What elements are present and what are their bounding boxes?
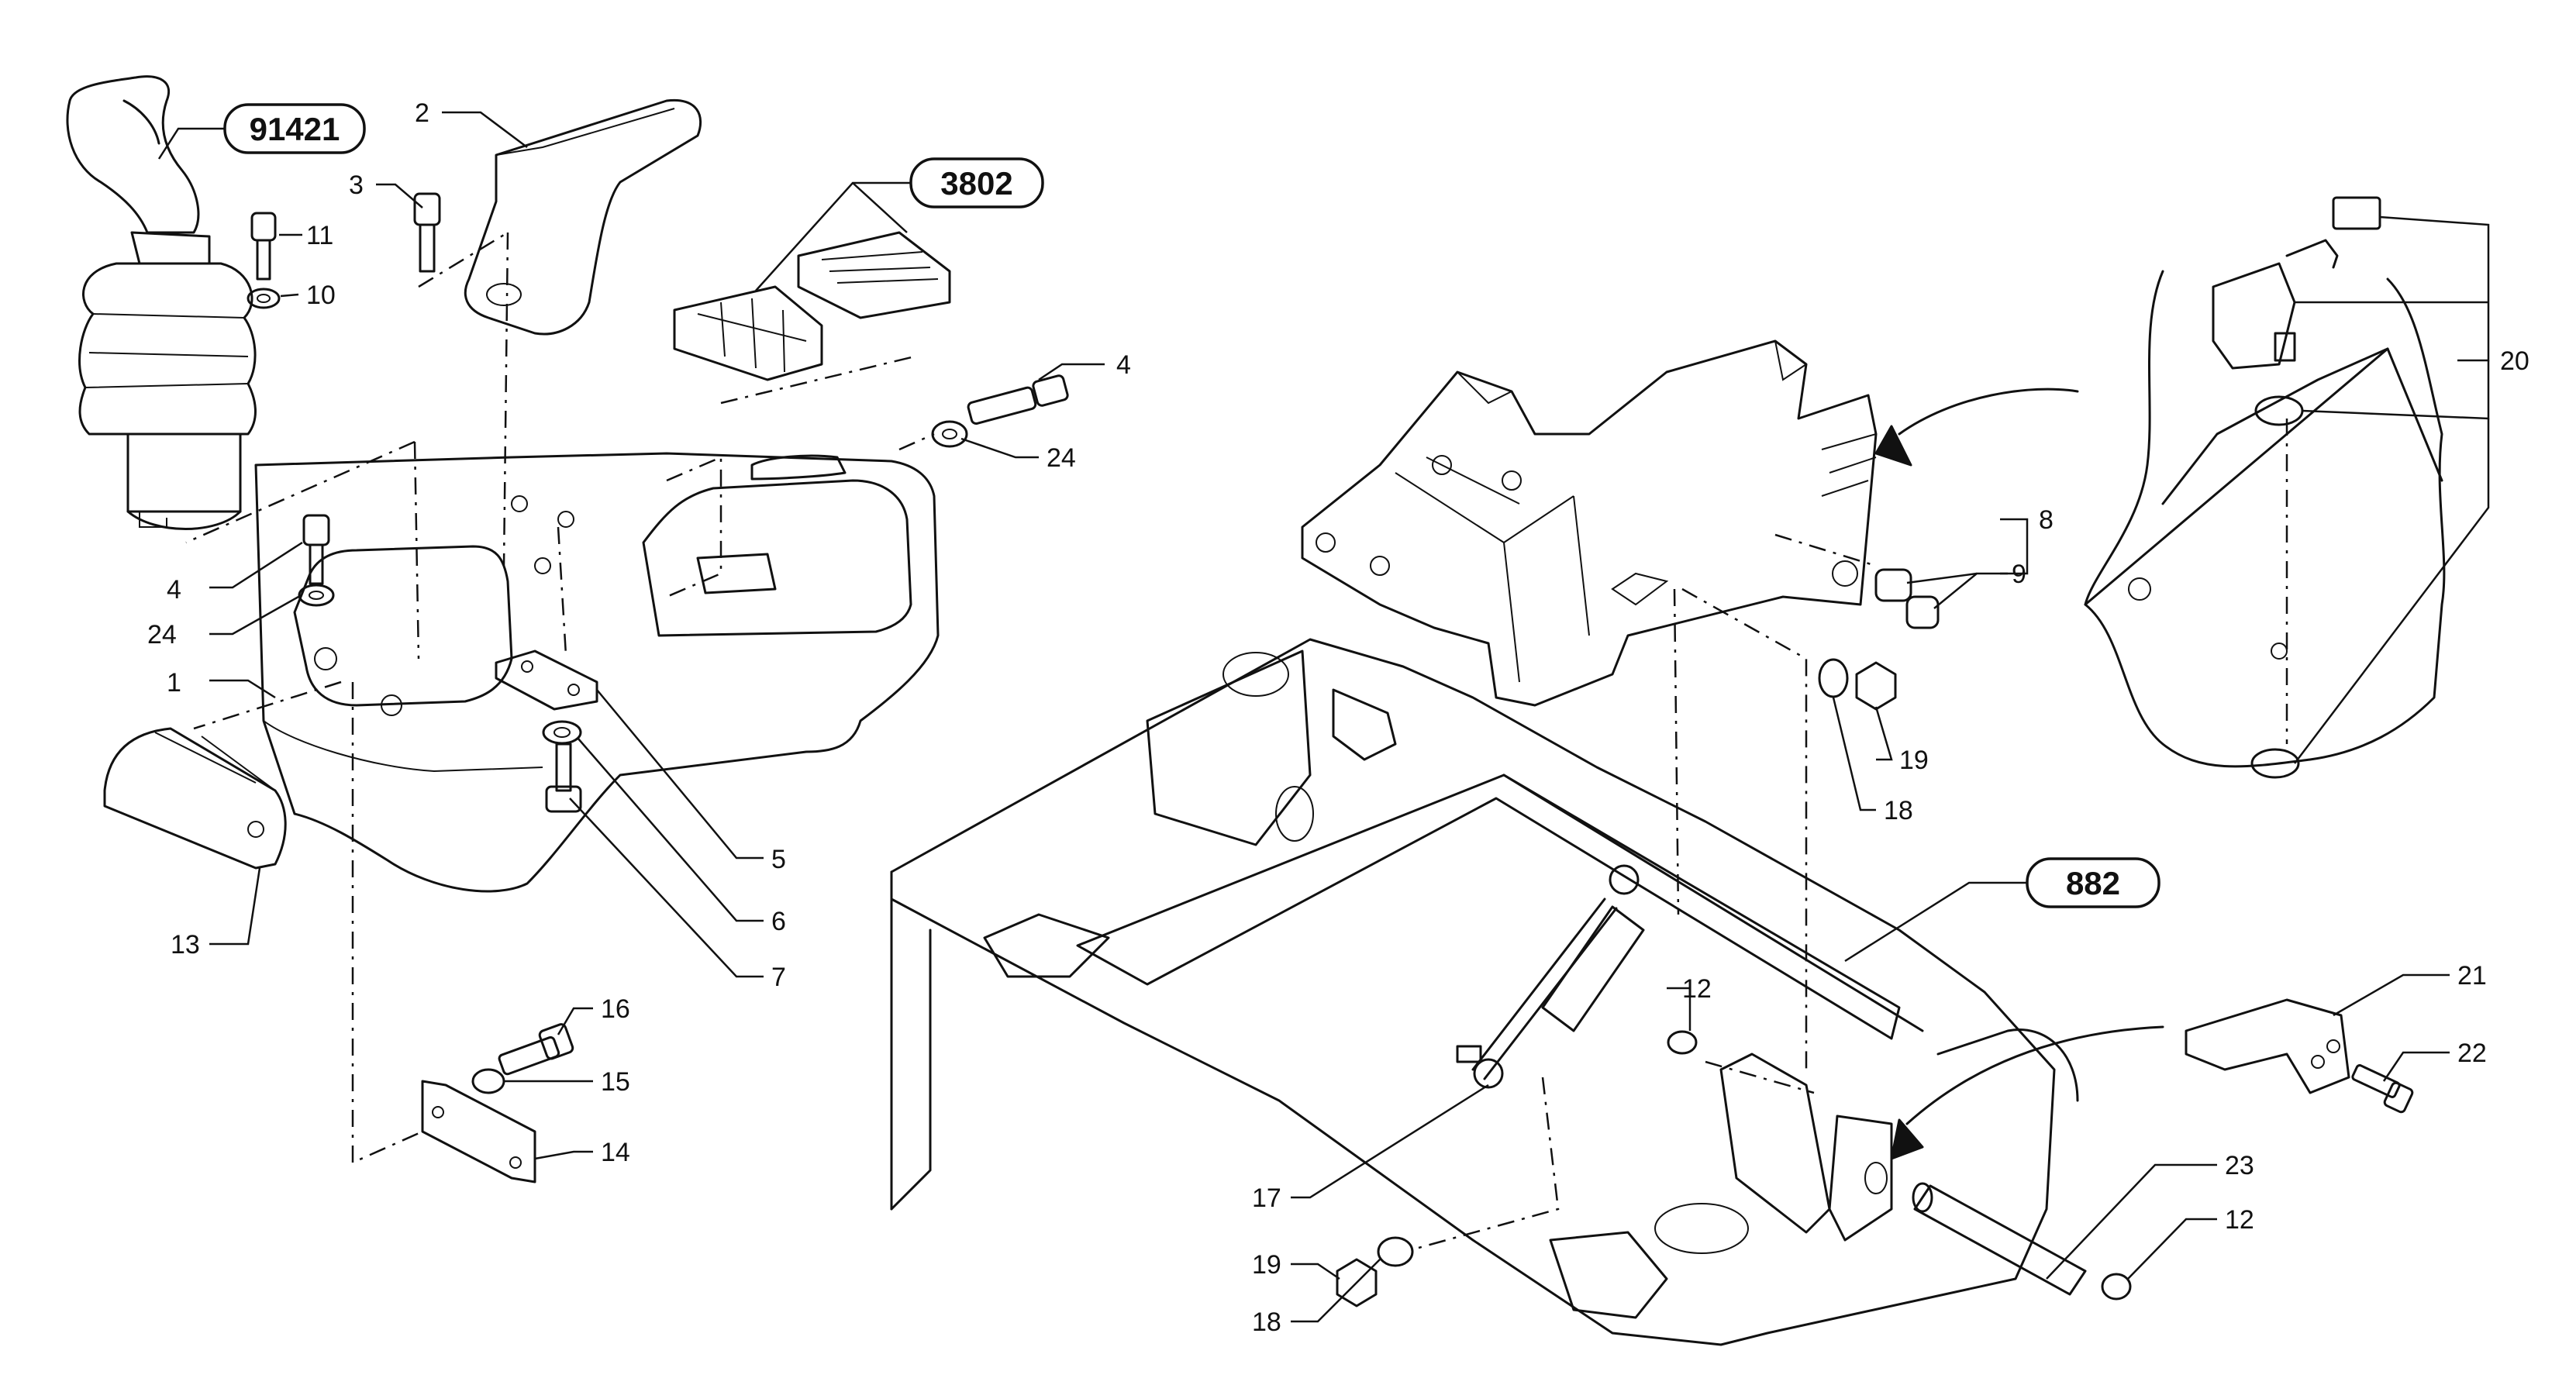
bolt-11-part [250, 212, 277, 281]
pad-13-part [103, 727, 287, 870]
washer-24-left-part [298, 584, 335, 607]
washer-15-part [471, 1068, 505, 1094]
callout-18-lower: 18 [1252, 1307, 1281, 1337]
callout-11: 11 [306, 221, 333, 250]
svg-text:91421: 91421 [250, 111, 340, 147]
callout-24-left: 24 [147, 620, 177, 649]
washer-6-part [542, 720, 582, 745]
callout-7: 7 [771, 963, 786, 992]
pin-23-part [1912, 1182, 2087, 1296]
callout-badge-91421: 91421 [223, 103, 366, 154]
svg-text:882: 882 [2066, 865, 2120, 901]
bushing-9-part [1874, 568, 1940, 629]
bolt-4-right-part [967, 374, 1069, 425]
bolt-7-part [545, 742, 582, 813]
switch-panels-part [673, 231, 951, 381]
callout-13: 13 [171, 930, 200, 960]
callout-21: 21 [2457, 961, 2487, 991]
callout-3: 3 [349, 171, 364, 200]
callout-2: 2 [415, 98, 429, 128]
washer-10-part [247, 288, 281, 309]
callout-8: 8 [2039, 505, 2054, 535]
bolt-4-left-part [302, 514, 330, 585]
gas-spring-part [1456, 864, 1645, 1089]
callout-15: 15 [601, 1067, 630, 1097]
joystick-part [66, 75, 257, 530]
callout-4-right: 4 [1116, 350, 1131, 380]
curved-arrow-icon [1890, 1025, 2164, 1160]
callout-14: 14 [601, 1138, 630, 1167]
callout-5: 5 [771, 845, 786, 874]
armrest-console-part [254, 452, 940, 893]
washer-18-upper-part [1818, 658, 1849, 698]
callout-22: 22 [2457, 1039, 2487, 1068]
screw-22-part [2351, 1064, 2414, 1114]
lever-bracket-part [2185, 998, 2350, 1094]
switch-assembly-part [2084, 196, 2446, 779]
callout-9: 9 [2012, 560, 2026, 589]
curved-arrow-icon [1874, 388, 2079, 467]
nut-19-lower-part [1336, 1258, 1378, 1307]
callout-19-upper: 19 [1899, 746, 1929, 775]
bolt-16-part [498, 1023, 574, 1076]
nut-19-upper-part [1855, 661, 1897, 711]
callout-12-upper: 12 [1682, 974, 1712, 1004]
ring-12-lower-part [2101, 1273, 2132, 1301]
callout-10: 10 [306, 281, 336, 310]
callout-19-lower: 19 [1252, 1250, 1281, 1280]
callout-12-lower: 12 [2225, 1205, 2254, 1235]
assembly-lines [185, 231, 2288, 1249]
callout-4-left: 4 [167, 575, 181, 605]
washer-18-lower-part [1377, 1236, 1414, 1267]
callout-badge-882: 882 [2026, 857, 2160, 908]
callout-17: 17 [1252, 1183, 1281, 1213]
callout-24-right: 24 [1047, 443, 1076, 473]
ring-12-upper-part [1667, 1030, 1698, 1055]
callout-numbers: 1 2 3 4 4 5 6 7 8 9 10 11 12 12 13 14 15… [147, 98, 2529, 1337]
control-support-bracket-part [1301, 339, 1878, 707]
plate-5-part [495, 649, 598, 711]
callout-1: 1 [167, 668, 181, 698]
arm-handle-part [464, 98, 702, 336]
callout-23: 23 [2225, 1151, 2254, 1180]
svg-text:3802: 3802 [940, 165, 1012, 202]
washer-24-right-part [931, 420, 968, 448]
callout-20: 20 [2500, 346, 2529, 376]
callout-6: 6 [771, 907, 786, 936]
plate-14-part [421, 1080, 536, 1183]
frame-part [890, 638, 2079, 1346]
callout-18-upper: 18 [1884, 796, 1913, 825]
callout-badge-3802: 3802 [909, 157, 1044, 208]
callout-16: 16 [601, 994, 630, 1024]
leader-lines [157, 111, 2490, 1323]
bolt-3-part [413, 192, 441, 273]
